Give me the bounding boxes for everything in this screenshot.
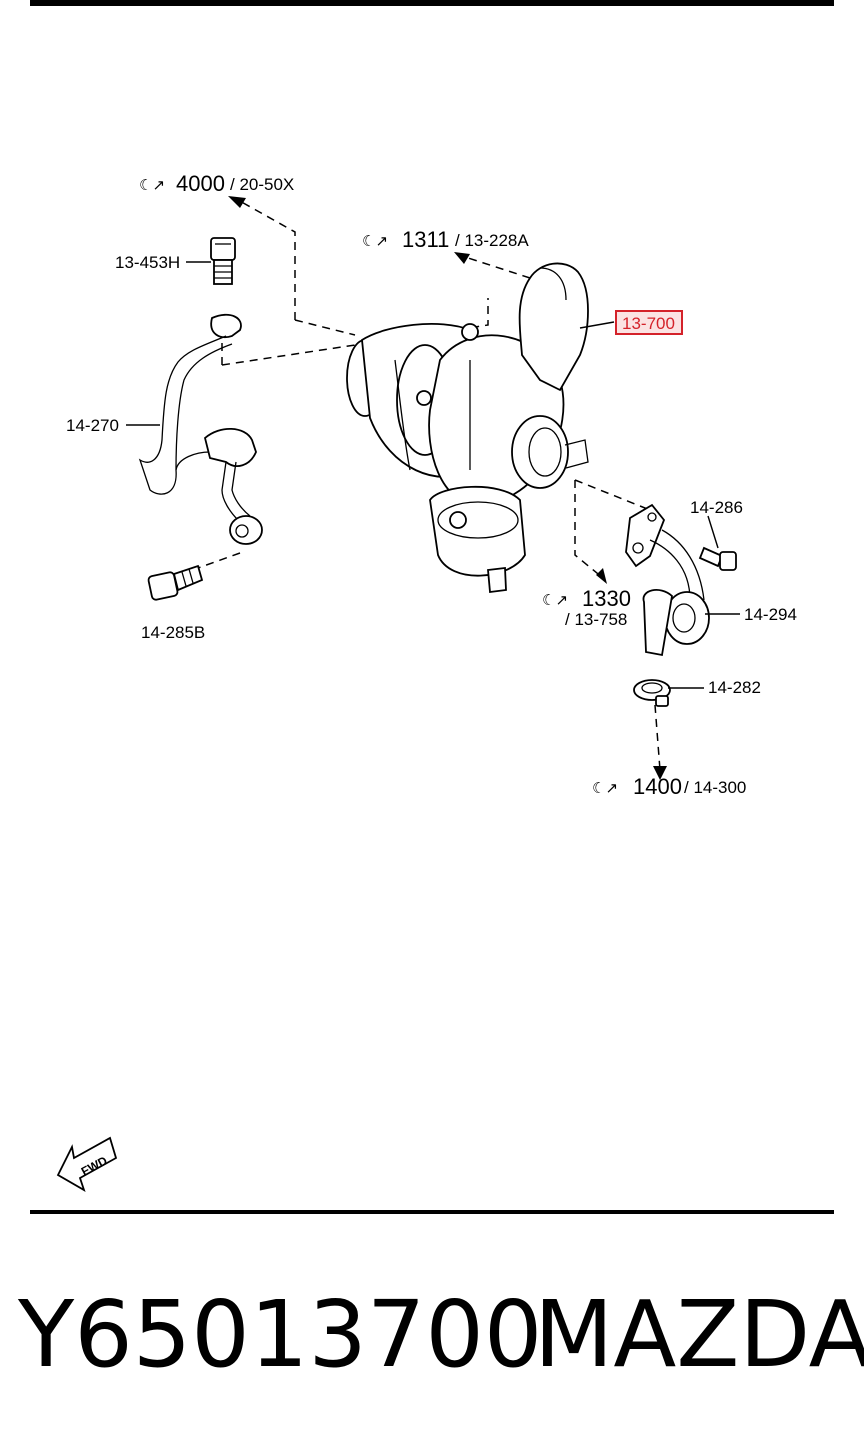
highlighted-part-13-700[interactable]: 13-700 — [615, 310, 683, 335]
banjo-bolt-13-453h — [210, 237, 236, 285]
oil-feed-pipe-14-270 — [138, 313, 263, 545]
arrowheads — [228, 196, 667, 780]
ref-number: 1400 — [633, 774, 682, 799]
callout-14-294: 14-294 — [744, 605, 797, 624]
ref-1400: ☾↗ 1400 / 14-300 — [592, 774, 746, 799]
ref-1311: ☾↗ 1311 / 13-228A — [362, 227, 529, 252]
callout-14-286: 14-286 — [690, 498, 743, 517]
ref-number: 4000 — [176, 171, 225, 196]
callout-13-700: 13-700 — [622, 314, 675, 333]
callout-13-453h: 13-453H — [115, 253, 180, 272]
ref-sub: / 13-228A — [455, 231, 529, 250]
ref-number: 1330 — [582, 586, 631, 611]
brand-name: MAZDA — [534, 1281, 864, 1388]
callout-14-270: 14-270 — [66, 416, 119, 435]
ref-number: 1311 — [402, 227, 449, 252]
top-border — [30, 0, 834, 6]
part-number: Y65013700 — [18, 1281, 543, 1388]
turbocharger-exploded-diagram: 13-453H 14-270 14-285B 14-286 14-294 14-… — [56, 171, 797, 1192]
ref-sub: / 20-50X — [230, 175, 294, 194]
ref-1330: ☾↗ 1330 / 13-758 — [542, 586, 631, 629]
oil-return-pipe-14-294 — [625, 503, 710, 657]
ref-sub: / 13-758 — [565, 610, 627, 629]
part-footer: Y65013700 MAZDA — [0, 1280, 864, 1390]
reference-book-icon: ☾↗ — [592, 779, 618, 797]
callout-14-285b: 14-285B — [141, 623, 205, 642]
bolt-14-285b — [147, 564, 204, 601]
ref-sub: / 14-300 — [684, 778, 746, 797]
hose-clamp-14-282 — [633, 679, 671, 707]
callout-leaders — [126, 261, 740, 689]
reference-book-icon: ☾↗ — [542, 591, 568, 609]
reference-book-icon: ☾↗ — [362, 232, 388, 250]
reference-book-icon: ☾↗ — [139, 176, 165, 194]
callout-14-282: 14-282 — [708, 678, 761, 697]
turbocharger-13-700 — [346, 262, 589, 594]
bolt-14-286 — [698, 546, 737, 571]
forward-direction-arrow: FWD — [56, 1136, 118, 1192]
ref-4000: ☾↗ 4000 / 20-50X — [139, 171, 294, 196]
reference-leaders — [197, 199, 661, 771]
bottom-border — [30, 1210, 834, 1214]
